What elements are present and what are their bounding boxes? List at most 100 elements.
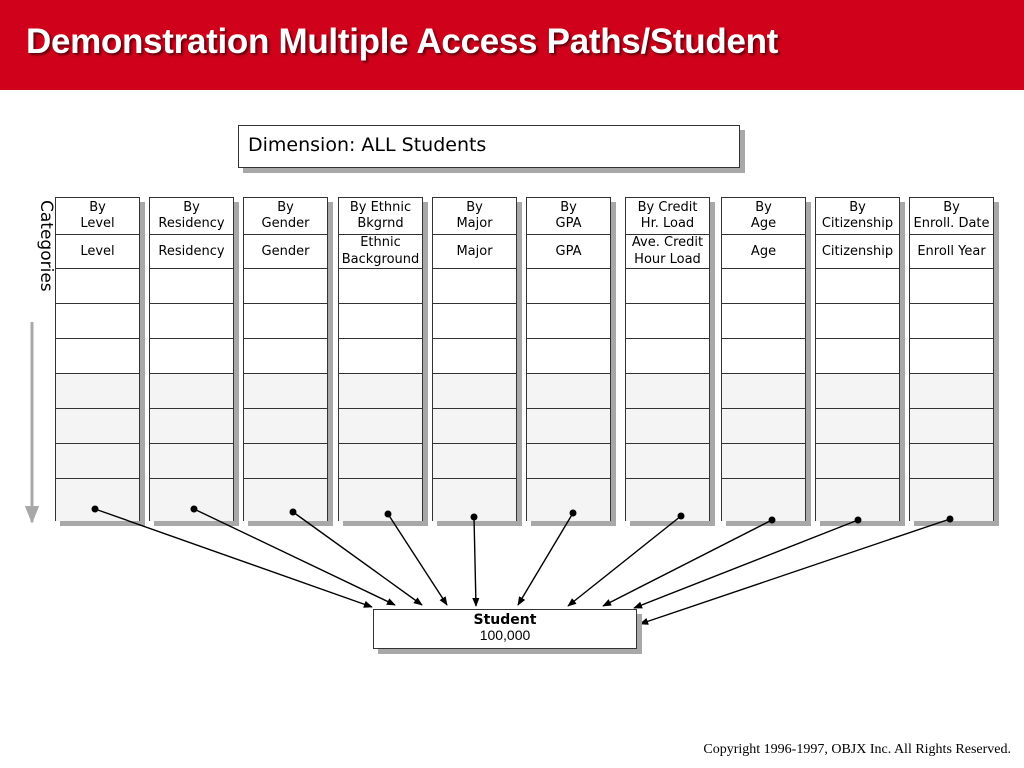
categories-label: Categories: [36, 200, 56, 292]
column-value: Ave. Credit Hour Load: [631, 235, 704, 267]
column-header: By GPA: [555, 200, 582, 231]
column-header: By Residency: [158, 200, 225, 231]
category-row: [527, 478, 610, 521]
category-row: [339, 478, 422, 521]
category-row: [150, 338, 233, 373]
connector-arrow: [517, 512, 574, 606]
category-row: [56, 478, 139, 521]
student-count: 100,000: [479, 627, 531, 643]
category-row: [433, 338, 516, 373]
category-row: [626, 478, 709, 521]
page-title: Demonstration Multiple Access Paths/Stud…: [26, 22, 779, 61]
column-header: By Gender: [261, 200, 310, 231]
category-row: [433, 373, 516, 408]
category-row: [527, 338, 610, 373]
category-row: [910, 234, 993, 268]
category-row: [433, 408, 516, 443]
category-row: [910, 338, 993, 373]
category-row: [722, 443, 805, 478]
category-row: [527, 408, 610, 443]
category-row: [433, 268, 516, 303]
category-row: [816, 373, 899, 408]
category-row: [910, 443, 993, 478]
category-row: [722, 478, 805, 521]
category-row: [244, 408, 327, 443]
category-row: [339, 408, 422, 443]
category-row: [626, 373, 709, 408]
category-row: [527, 373, 610, 408]
category-row: [816, 268, 899, 303]
category-row: [816, 303, 899, 338]
category-row: [626, 408, 709, 443]
category-row: [722, 268, 805, 303]
connector-arrow: [639, 518, 951, 625]
column-value: Enroll Year: [917, 243, 986, 259]
category-row: [722, 234, 805, 268]
category-row: [150, 373, 233, 408]
category-row: [626, 443, 709, 478]
column-header: By Ethnic Bkgrnd: [349, 200, 412, 231]
connector-arrow: [94, 508, 373, 608]
connector-arrow: [602, 519, 773, 607]
copyright-text: Copyright 1996-1997, OBJX Inc. All Right…: [703, 742, 1011, 757]
column-value: Level: [80, 243, 115, 259]
category-row: [56, 408, 139, 443]
connector-arrow: [472, 516, 480, 607]
category-row: [527, 443, 610, 478]
category-row: [626, 234, 709, 268]
category-row: [339, 268, 422, 303]
category-row: [626, 303, 709, 338]
category-row: [816, 478, 899, 521]
column-header: By Major: [456, 200, 493, 231]
connector-arrow: [292, 511, 423, 606]
category-row: [150, 408, 233, 443]
connector-arrow: [387, 513, 448, 606]
connector-lines: [91, 505, 954, 625]
category-row: [339, 443, 422, 478]
category-row: [339, 338, 422, 373]
column-header: By Credit Hr. Load: [637, 200, 698, 231]
category-row: [527, 234, 610, 268]
category-row: [150, 268, 233, 303]
column-header: By Level: [80, 200, 115, 231]
category-row: [722, 373, 805, 408]
category-row: [910, 268, 993, 303]
category-row: [339, 234, 422, 268]
column-header: By Age: [750, 200, 777, 231]
category-row: [527, 303, 610, 338]
category-row: [150, 478, 233, 521]
column-value: Ethnic Background: [341, 235, 420, 267]
category-row: [910, 478, 993, 521]
category-row: [527, 268, 610, 303]
category-row: [722, 408, 805, 443]
category-row: [56, 373, 139, 408]
category-row: [244, 303, 327, 338]
dimension-label: Dimension: ALL Students: [248, 134, 487, 156]
column-value: Major: [456, 243, 493, 259]
category-row: [56, 303, 139, 338]
category-row: [244, 478, 327, 521]
category-row: [433, 443, 516, 478]
category-row: [816, 443, 899, 478]
category-row: [150, 303, 233, 338]
column-value: GPA: [555, 243, 582, 259]
category-row: [910, 303, 993, 338]
category-row: [56, 234, 139, 268]
column-header: By Enroll. Date: [913, 200, 990, 231]
category-row: [910, 373, 993, 408]
category-row: [244, 443, 327, 478]
connector-arrow: [567, 515, 682, 607]
category-row: [339, 303, 422, 338]
category-row: [816, 338, 899, 373]
category-row: [626, 338, 709, 373]
column-value: Gender: [261, 243, 310, 259]
column-header: By Citizenship: [821, 200, 894, 231]
category-row: [244, 268, 327, 303]
category-row: [433, 303, 516, 338]
